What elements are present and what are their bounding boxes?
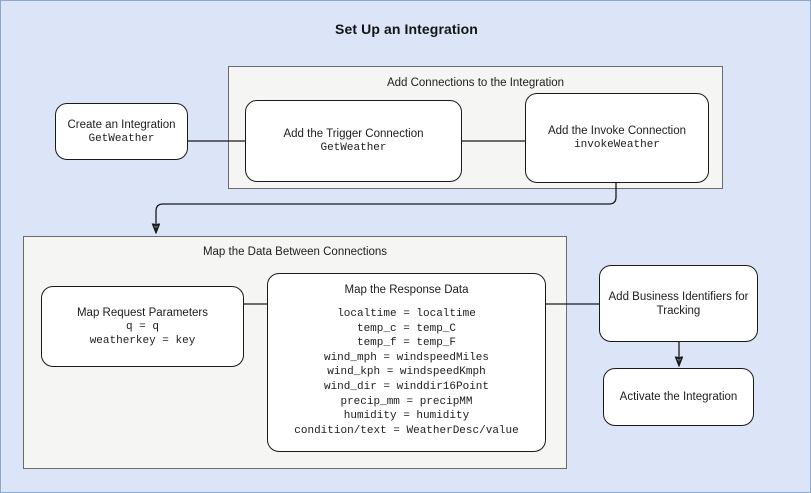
node-map-response-data[interactable]: Map the Response Data localtime = localt… xyxy=(267,273,546,452)
node-business-identifiers-label: Add Business Identifiers for Tracking xyxy=(608,290,749,317)
group-map-data-label: Map the Data Between Connections xyxy=(202,246,388,258)
node-activate-integration[interactable]: Activate the Integration xyxy=(603,368,754,426)
node-trigger-connection-value: GetWeather xyxy=(320,142,387,154)
node-create-integration[interactable]: Create an Integration GetWeather xyxy=(55,103,188,160)
node-invoke-connection-value: invokeWeather xyxy=(574,139,660,151)
node-map-request-parameters[interactable]: Map Request Parameters q = q weatherkey … xyxy=(41,286,244,367)
node-map-request-mappings: q = q weatherkey = key xyxy=(89,320,196,347)
connector-invoke-to-mapgroup xyxy=(156,183,617,232)
node-business-identifiers[interactable]: Add Business Identifiers for Tracking xyxy=(599,265,758,342)
node-create-integration-value: GetWeather xyxy=(88,132,155,145)
node-invoke-connection[interactable]: Add the Invoke Connection invokeWeather xyxy=(525,93,709,183)
node-create-integration-label: Create an Integration xyxy=(67,118,176,131)
group-add-connections-label: Add Connections to the Integration xyxy=(386,77,565,89)
node-invoke-connection-label: Add the Invoke Connection xyxy=(547,125,687,137)
page-title: Set Up an Integration xyxy=(335,21,478,37)
node-map-response-mappings: localtime = localtime temp_c = temp_C te… xyxy=(294,308,519,437)
node-trigger-connection[interactable]: Add the Trigger Connection GetWeather xyxy=(245,100,462,182)
node-activate-integration-label: Activate the Integration xyxy=(619,391,738,403)
node-map-request-label: Map Request Parameters xyxy=(76,306,209,319)
node-map-response-label: Map the Response Data xyxy=(344,284,469,296)
node-trigger-connection-label: Add the Trigger Connection xyxy=(283,128,424,140)
